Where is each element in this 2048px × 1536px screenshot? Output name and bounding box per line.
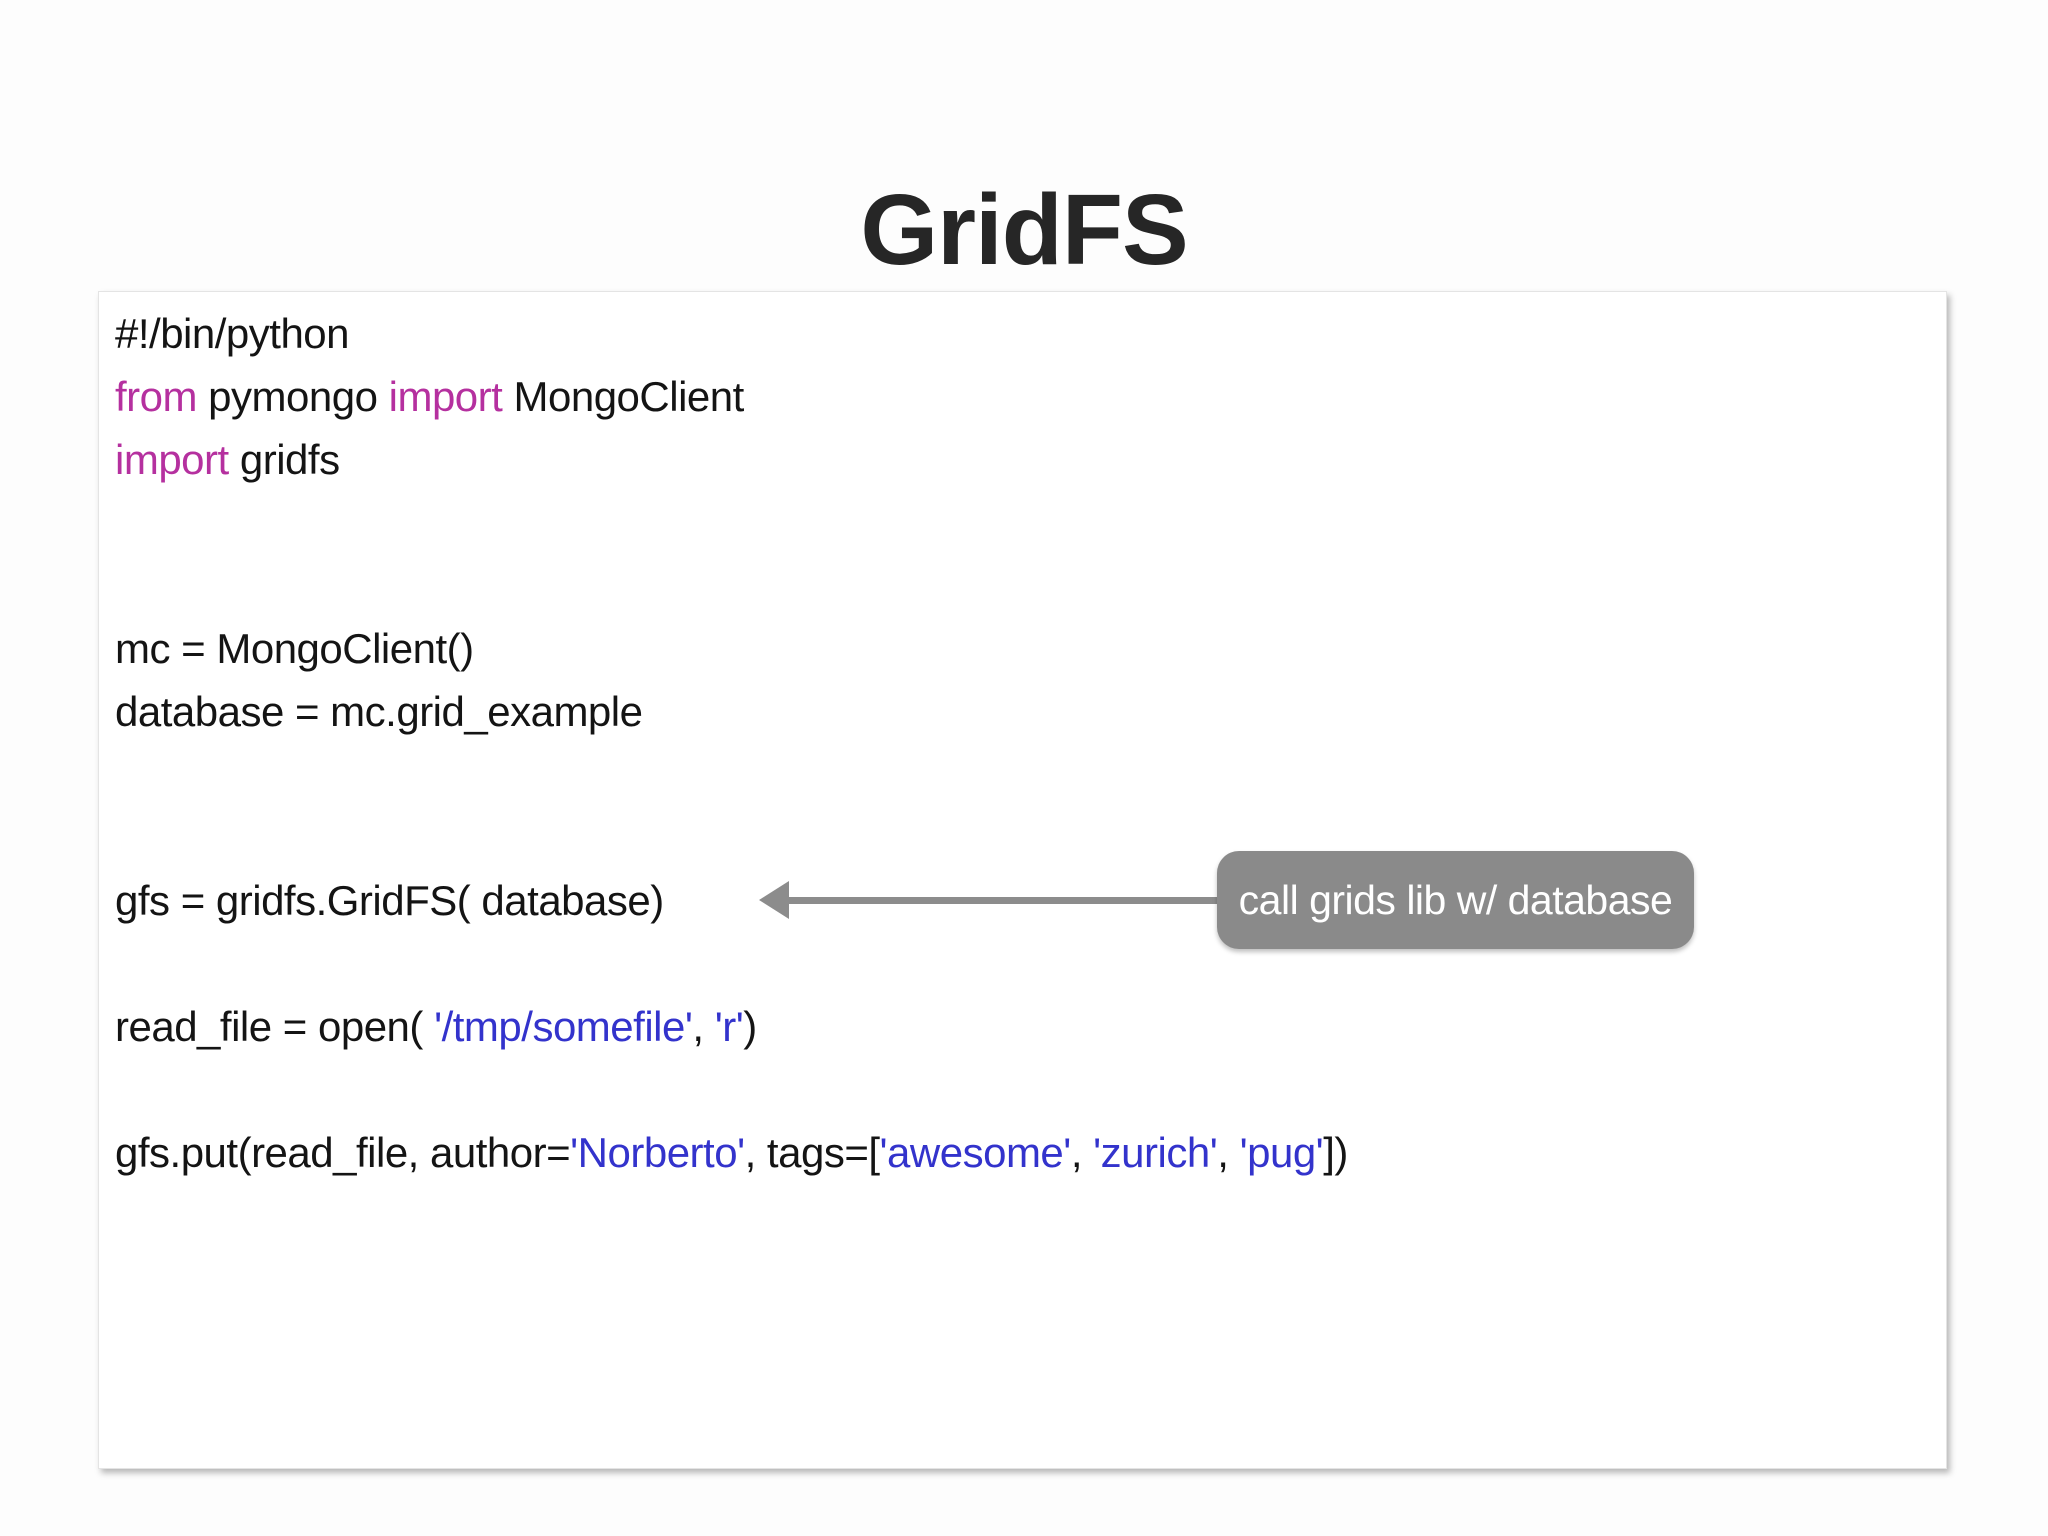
page-title: GridFS (860, 174, 1188, 286)
code-segment-plain: mc = MongoClient() (115, 625, 474, 672)
code-segment-plain: gfs = gridfs.GridFS( database) (115, 877, 664, 924)
code-segment-keyword: import (115, 436, 229, 483)
code-segment-string: 'zurich' (1093, 1129, 1218, 1176)
code-segment-plain: MongoClient (502, 373, 744, 420)
code-segment-plain: , (1217, 1129, 1240, 1176)
code-segment-plain: database = mc.grid_example (115, 688, 643, 735)
code-segment-plain: ]) (1323, 1129, 1348, 1176)
code-line (115, 491, 1946, 554)
code-segment-plain: #!/bin/python (115, 310, 350, 357)
code-segment-plain: gridfs (228, 436, 340, 483)
code-segment-plain: pymongo (197, 373, 389, 420)
annotation-callout: call grids lib w/ database (1217, 851, 1694, 949)
code-segment-string: 'pug' (1239, 1129, 1324, 1176)
code-line: read_file = open( '/tmp/somefile', 'r') (115, 995, 1946, 1058)
arrow-left-icon (759, 881, 789, 919)
code-block: #!/bin/python from pymongo import MongoCl… (99, 292, 1946, 1184)
code-segment-plain: , (1070, 1129, 1094, 1176)
code-line: gfs = gridfs.GridFS( database) (115, 869, 1946, 932)
code-segment-keyword: from (115, 373, 198, 420)
arrow-line (785, 897, 1217, 904)
code-line: mc = MongoClient() (115, 617, 1946, 680)
code-line: import gridfs (115, 428, 1946, 491)
code-segment-plain: , (692, 1003, 715, 1050)
code-segment-string: 'awesome' (879, 1129, 1072, 1176)
code-line (115, 743, 1946, 806)
code-segment-string: 'Norberto' (570, 1129, 745, 1176)
code-segment-plain: gfs.put(read_file, author= (115, 1129, 571, 1176)
code-segment-string: '/tmp/somefile' (434, 1003, 693, 1050)
code-line (115, 554, 1946, 617)
code-segment-keyword: import (388, 373, 503, 420)
code-line (115, 1058, 1946, 1121)
code-segment-string: 'r' (714, 1003, 744, 1050)
code-panel: #!/bin/python from pymongo import MongoCl… (98, 291, 1947, 1469)
code-segment-plain: ) (743, 1003, 757, 1050)
code-line: #!/bin/python (115, 302, 1946, 365)
code-segment-plain: read_file = open( (115, 1003, 435, 1050)
code-line: gfs.put(read_file, author='Norberto', ta… (115, 1121, 1946, 1184)
code-line: database = mc.grid_example (115, 680, 1946, 743)
code-segment-plain: , tags=[ (744, 1129, 880, 1176)
code-line: from pymongo import MongoClient (115, 365, 1946, 428)
